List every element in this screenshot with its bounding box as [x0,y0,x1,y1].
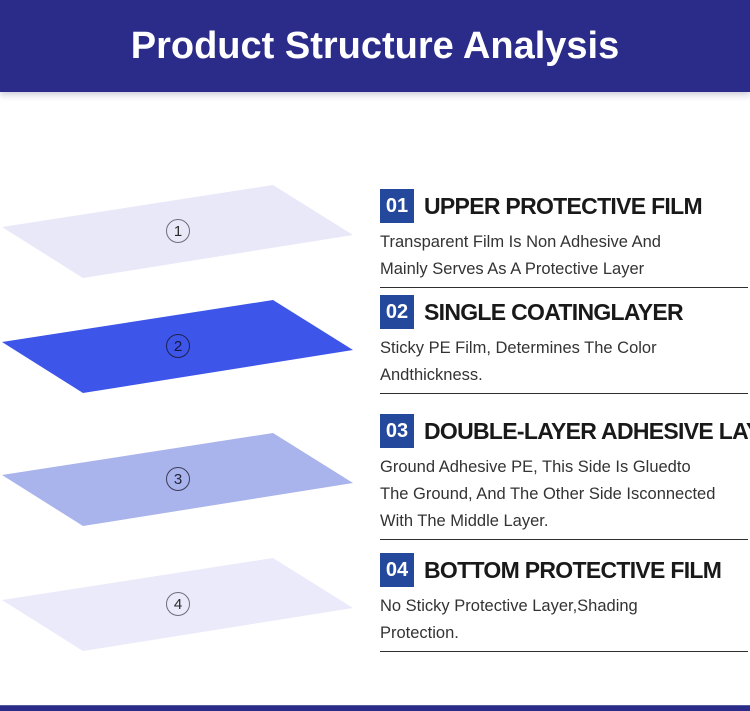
section-2-number-badge: 02 [380,295,414,329]
layer-2-number: 2 [173,337,183,355]
next-section-banner-edge [0,705,750,711]
layer-1-number: 1 [173,222,183,240]
layer-3-number-badge: 3 [166,467,190,491]
section-2-description: Sticky PE Film, Determines The Color And… [380,339,657,384]
section-double-layer-adhesive-layer: 03 DOUBLE-LAYER ADHESIVE LAYER Ground Ad… [380,414,750,540]
header-banner: Product Structure Analysis [0,0,750,92]
section-4-description: No Sticky Protective Layer,Shading Prote… [380,597,638,642]
section-3-title: DOUBLE-LAYER ADHESIVE LAYER [424,417,750,444]
section-2-header: 02 SINGLE COATINGLAYER [380,295,748,329]
section-single-coating-layer: 02 SINGLE COATINGLAYER Sticky PE Film, D… [380,295,748,394]
section-4-title: BOTTOM PROTECTIVE FILM [424,556,722,583]
layer-4-number: 4 [173,595,183,613]
section-3-number-badge: 03 [380,414,414,448]
layer-stack-svg [2,185,353,651]
section-1-number-badge: 01 [380,189,414,223]
section-1-header: 01 UPPER PROTECTIVE FILM [380,189,748,223]
layer-stack-diagram: 1 2 3 4 [0,170,375,690]
section-3-description: Ground Adhesive PE, This Side Is Gluedto… [380,458,716,530]
section-3-header: 03 DOUBLE-LAYER ADHESIVE LAYER [380,414,750,448]
layer-1-number-badge: 1 [166,219,190,243]
layer-2-number-badge: 2 [166,334,190,358]
section-1-description: Transparent Film Is Non Adhesive And Mai… [380,233,661,278]
section-1-title: UPPER PROTECTIVE FILM [424,192,703,219]
layer-4-number-badge: 4 [166,592,190,616]
layer-3-number: 3 [173,470,183,488]
section-4-header: 04 BOTTOM PROTECTIVE FILM [380,553,748,587]
section-4-number-badge: 04 [380,553,414,587]
section-bottom-protective-film: 04 BOTTOM PROTECTIVE FILM No Sticky Prot… [380,553,748,652]
page-title: Product Structure Analysis [130,24,620,67]
section-upper-protective-film: 01 UPPER PROTECTIVE FILM Transparent Fil… [380,189,748,288]
section-2-title: SINGLE COATINGLAYER [424,298,684,325]
